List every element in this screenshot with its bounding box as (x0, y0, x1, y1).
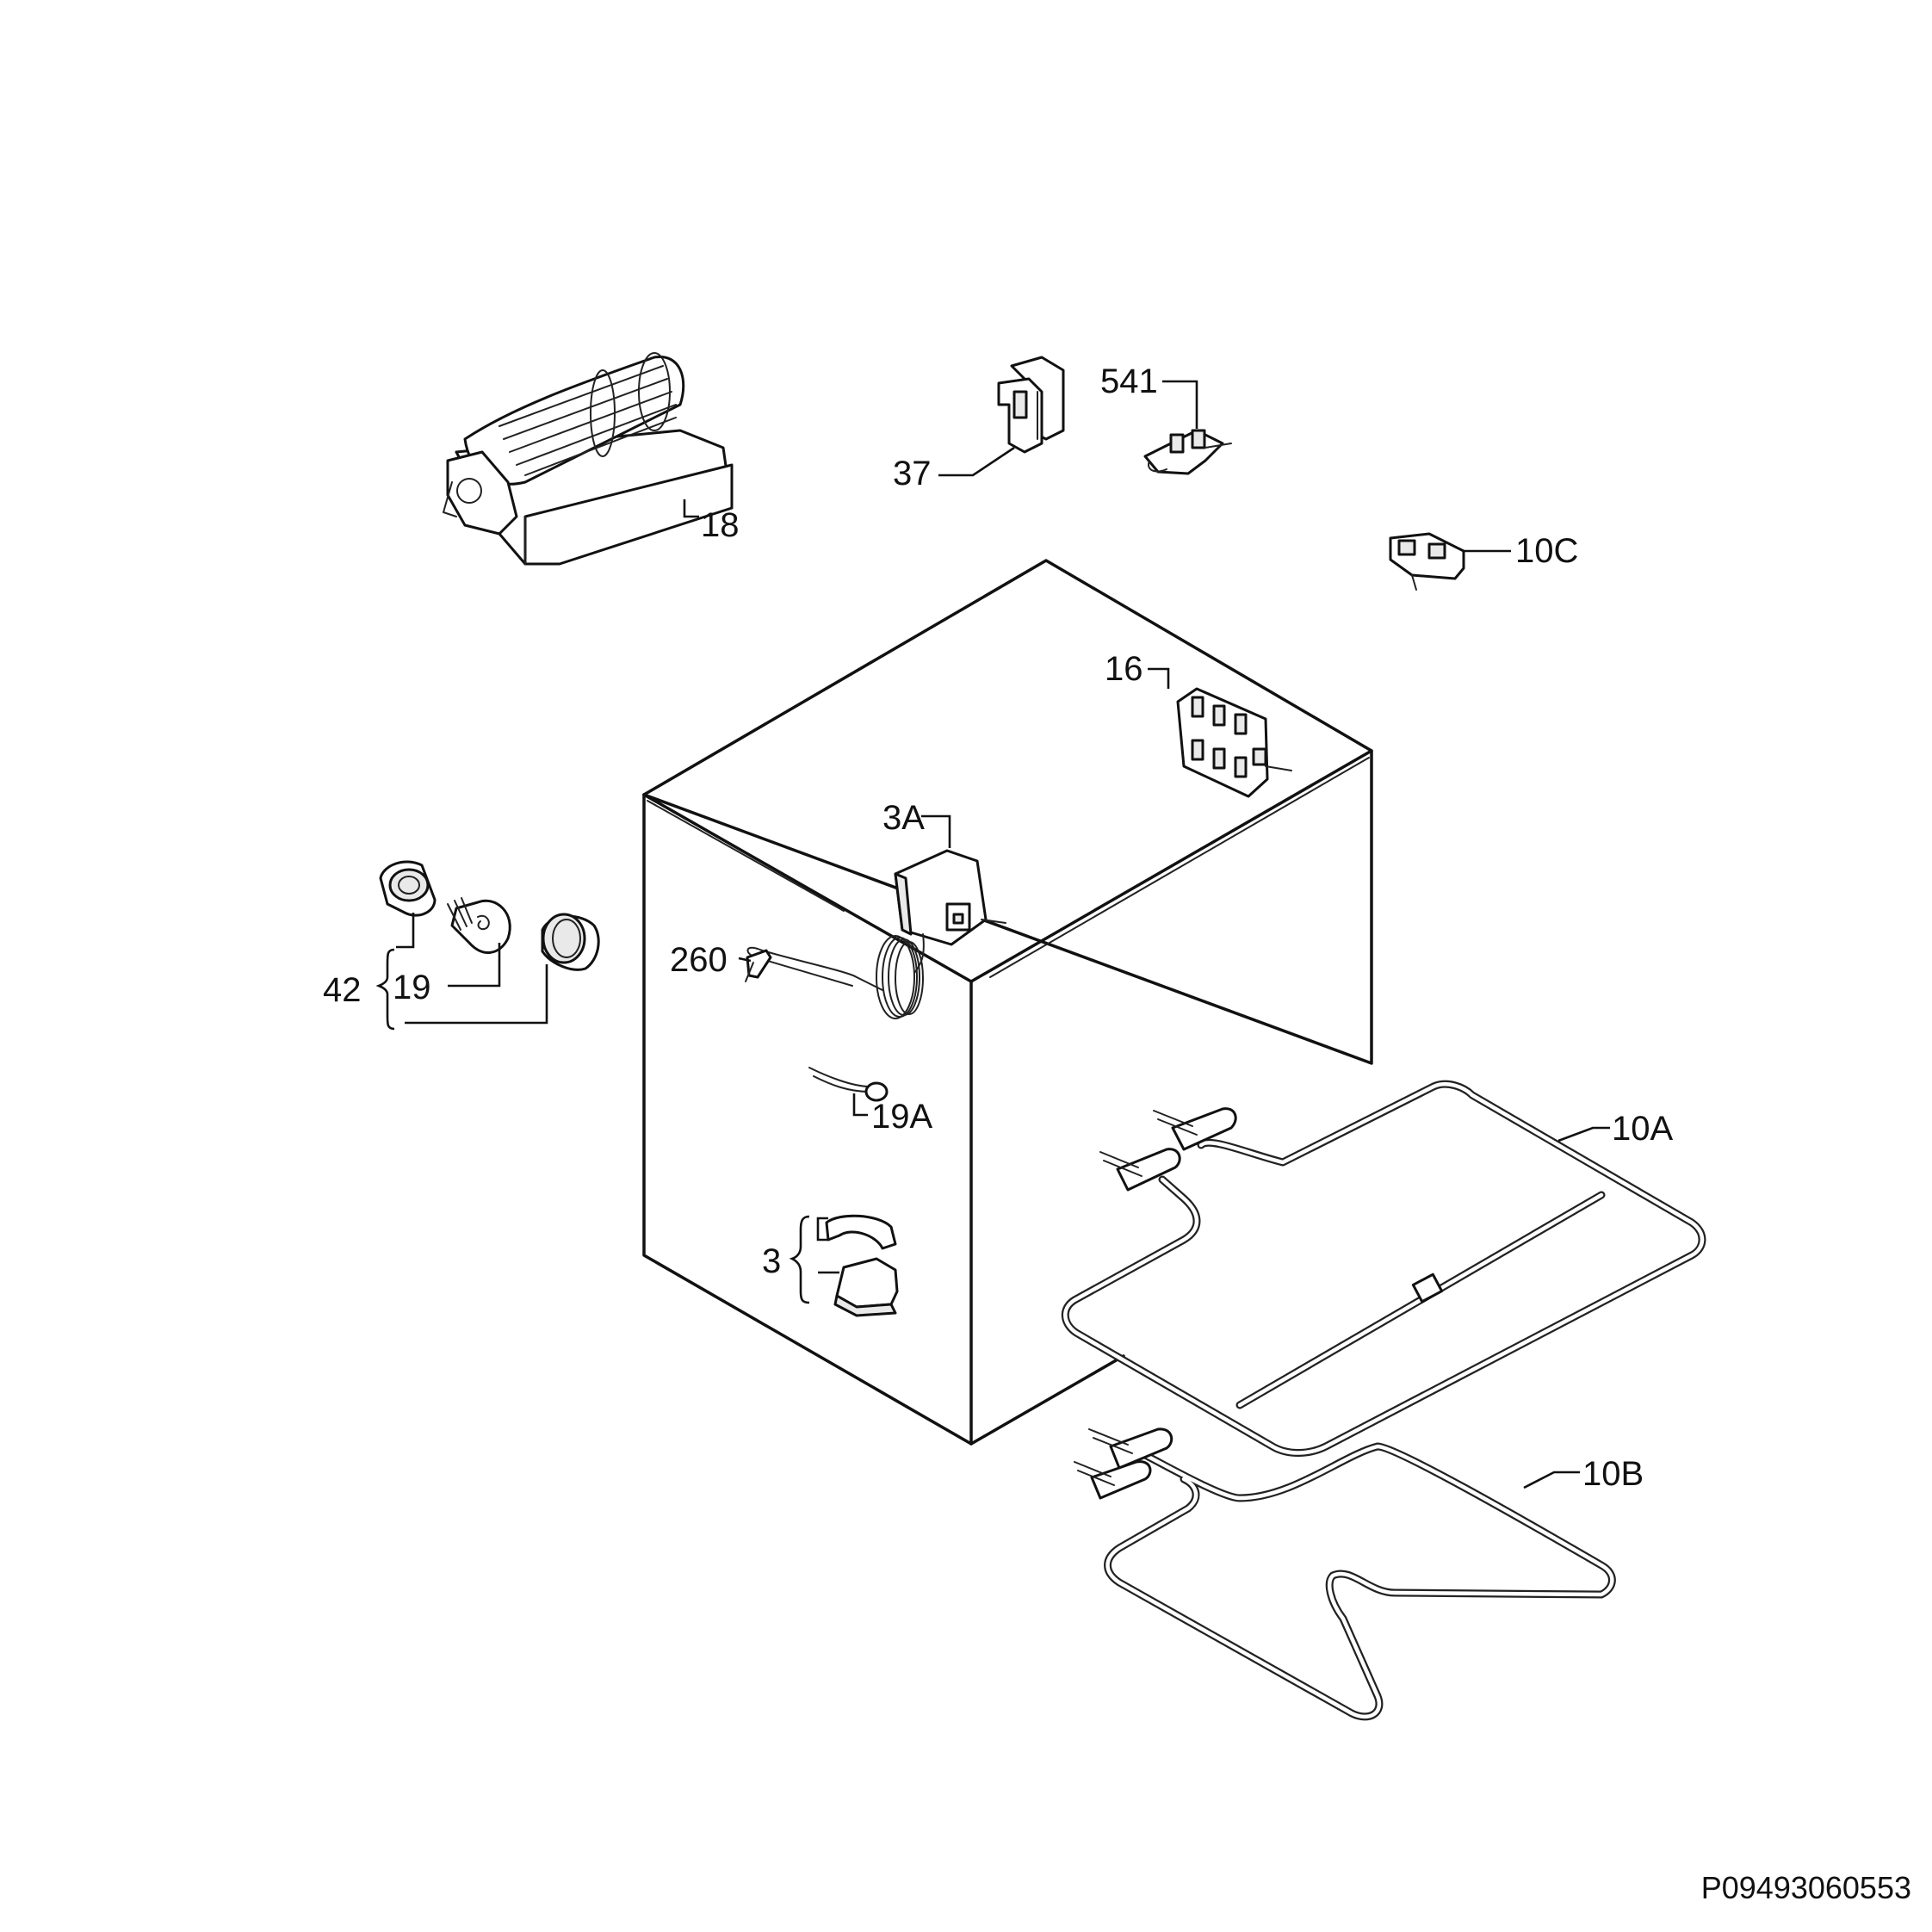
label-3: 3 (762, 1242, 781, 1280)
sensor-part-19a (808, 1067, 889, 1102)
label-37: 37 (893, 455, 932, 492)
oven-cavity-box (642, 559, 1373, 1446)
tangential-fan-part-18 (443, 352, 734, 566)
label-3a: 3A (882, 799, 925, 837)
lamp-bulb-part-19 (447, 897, 511, 954)
label-42: 42 (323, 971, 362, 1009)
label-18: 18 (701, 506, 740, 544)
lamp-cover-part-42b (541, 913, 600, 971)
lamp-holder-part-42a (379, 860, 437, 917)
label-16: 16 (1105, 650, 1143, 688)
label-10b: 10B (1582, 1455, 1644, 1493)
thermostat-part-3a (746, 849, 1006, 1019)
label-10a: 10A (1612, 1110, 1673, 1148)
hinge-clip-part-3b (833, 1257, 899, 1317)
upper-heating-element-part-10a (1061, 1080, 1706, 1457)
lower-heating-element-part-10b (1074, 1427, 1616, 1721)
selector-switch-part-16 (1176, 687, 1292, 798)
label-10c: 10C (1515, 532, 1578, 570)
label-19a: 19A (871, 1098, 932, 1136)
label-260: 260 (670, 941, 728, 979)
connector-part-10c (1389, 532, 1465, 591)
clip-part-260 (745, 949, 772, 982)
hinge-clip-part-3a (825, 1214, 897, 1250)
door-switch-part-37 (997, 356, 1065, 454)
label-541: 541 (1100, 362, 1158, 400)
terminal-block-part-541 (1143, 429, 1232, 475)
label-19: 19 (393, 969, 431, 1006)
diagram-code: P09493060553 (1701, 1870, 1911, 1905)
